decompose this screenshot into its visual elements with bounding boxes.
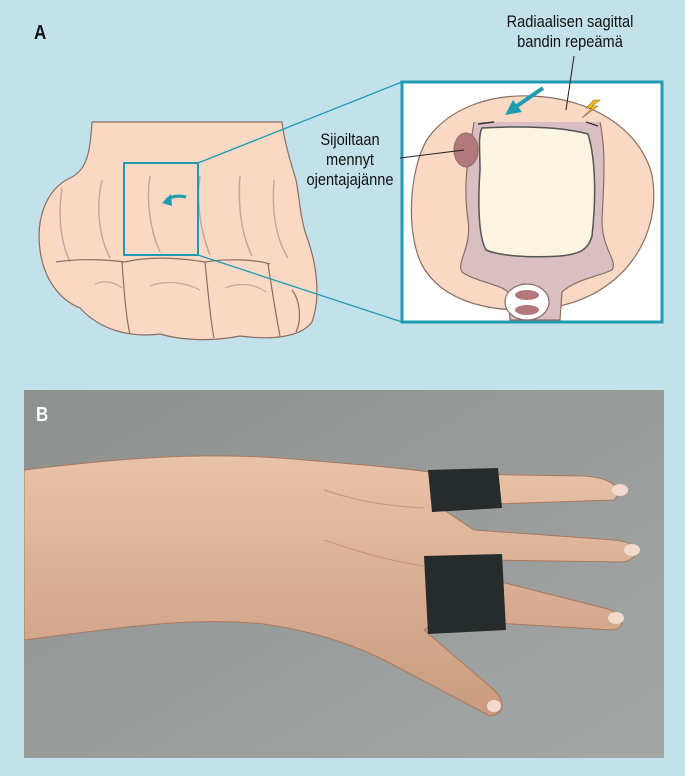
bone [479, 127, 595, 257]
annotation-tendon-line-2: mennyt [298, 150, 401, 170]
splint-band-2 [424, 554, 506, 634]
annotation-rupture-line-1: Radiaalisen sagittal [484, 12, 656, 32]
annotation-dislocated-tendon: Sijoiltaan mennyt ojentajajänne [298, 130, 401, 190]
hand-photo [24, 390, 664, 758]
cross-section-inset [402, 56, 662, 322]
annotation-rupture: Radiaalisen sagittal bandin repeämä [484, 12, 656, 52]
panel-b-photo: B [24, 390, 664, 758]
fist-drawing [39, 122, 317, 340]
panel-b-label: B [36, 404, 48, 427]
dislocated-tendon [454, 133, 478, 167]
annotation-rupture-line-2: bandin repeämä [484, 32, 656, 52]
annotation-tendon-line-3: ojentajajänne [298, 170, 401, 190]
splint-band-1 [428, 468, 502, 512]
annotation-tendon-line-1: Sijoiltaan [298, 130, 401, 150]
panel-a-label: A [34, 22, 46, 45]
